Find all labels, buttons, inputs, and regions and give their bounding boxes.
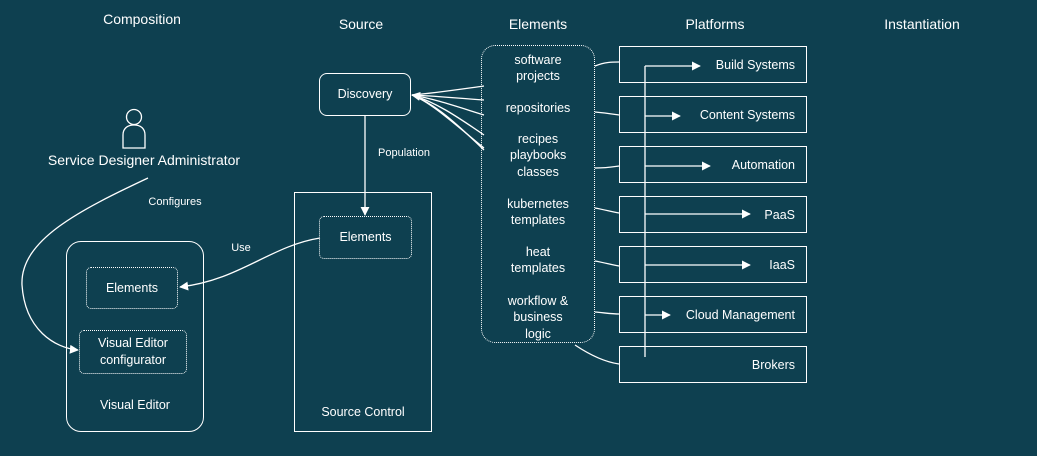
platform-label: Brokers <box>751 357 795 372</box>
elem-plat-2 <box>594 111 620 116</box>
header-elements: Elements <box>508 16 568 32</box>
platform-brokers[interactable]: Brokers <box>619 346 807 383</box>
element-item-recipes[interactable]: recipes playbooks classes <box>510 132 567 179</box>
platform-automation[interactable]: Automation <box>619 146 807 183</box>
discovery-fan-6 <box>411 94 485 149</box>
composition-elements-label: Elements <box>105 280 159 295</box>
platform-label: Build Systems <box>715 57 795 72</box>
population-label: Population <box>378 147 430 159</box>
platform-label: Content Systems <box>699 107 795 122</box>
element-item-heat-templates[interactable]: heat templates <box>510 245 566 276</box>
elem-plat-6 <box>594 311 620 315</box>
element-item-workflow[interactable]: workflow & business logic <box>507 294 569 341</box>
header-instantiation: Instantiation <box>884 16 960 32</box>
header-platforms: Platforms <box>685 16 745 32</box>
elem-plat-3 <box>594 165 620 169</box>
composition-elements-box[interactable]: Elements <box>86 267 178 309</box>
discovery-fan-1 <box>411 85 485 96</box>
element-item-kubernetes-templates[interactable]: kubernetes templates <box>507 197 569 228</box>
elem-plat-5 <box>594 260 620 267</box>
platform-label: Automation <box>731 157 795 172</box>
discovery-box[interactable]: Discovery <box>319 73 411 116</box>
person-icon <box>122 108 146 149</box>
element-item-repositories[interactable]: repositories <box>505 101 571 115</box>
source-control-label: Source Control <box>321 405 405 419</box>
visual-editor-box[interactable] <box>66 241 204 432</box>
visual-editor-configurator-box[interactable]: Visual Editor configurator <box>79 330 187 374</box>
source-elements-box[interactable]: Elements <box>319 216 412 259</box>
discovery-label: Discovery <box>337 87 393 102</box>
configures-label: Configures <box>148 196 202 208</box>
use-label: Use <box>231 242 251 254</box>
platform-label: Cloud Management <box>685 307 795 322</box>
source-elements-label: Elements <box>339 230 392 245</box>
platform-cloud-management[interactable]: Cloud Management <box>619 296 807 333</box>
actor-label: Service Designer Administrator <box>47 152 241 168</box>
header-source: Source <box>338 16 384 32</box>
elem-plat-1 <box>594 61 620 67</box>
visual-editor-configurator-label: Visual Editor configurator <box>98 336 168 367</box>
elements-column-box <box>481 45 595 343</box>
configures-connector <box>21 177 149 354</box>
discovery-fan-3 <box>411 91 485 116</box>
elem-plat-4 <box>594 207 620 214</box>
header-composition: Composition <box>103 11 181 27</box>
platform-label: PaaS <box>764 207 795 222</box>
platform-iaas[interactable]: IaaS <box>619 246 807 283</box>
visual-editor-label: Visual Editor <box>100 398 170 412</box>
source-control-box[interactable] <box>294 192 432 432</box>
platform-content-systems[interactable]: Content Systems <box>619 96 807 133</box>
platform-label: IaaS <box>769 257 795 272</box>
platform-paas[interactable]: PaaS <box>619 196 807 233</box>
element-item-software-projects[interactable]: software projects <box>514 53 562 84</box>
use-connector <box>179 237 321 291</box>
platform-build-systems[interactable]: Build Systems <box>619 46 807 83</box>
elem-plat-7 <box>574 344 620 365</box>
